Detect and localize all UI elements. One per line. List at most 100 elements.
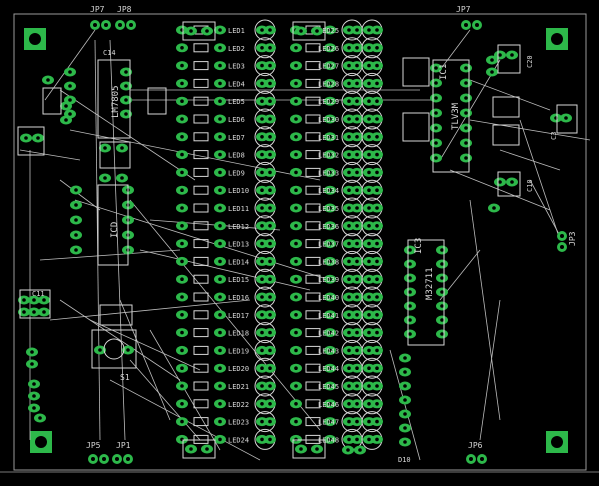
label-ic3: IC3: [414, 238, 424, 254]
mounting-hole-tr: [546, 28, 568, 50]
resistor-body: [193, 61, 209, 71]
led-pad: [264, 185, 276, 195]
label-icd: ICD: [110, 222, 120, 238]
pad-left-a: [176, 114, 188, 124]
capacitor-c11: C11: [19, 289, 51, 319]
led-outline: [361, 37, 383, 59]
led-pad: [264, 274, 276, 284]
label-jp8: JP8: [117, 5, 132, 14]
pad-right-b: [324, 25, 336, 35]
label-jp7-right: JP7: [456, 5, 471, 14]
led-pad: [264, 96, 276, 106]
icd-pin: [70, 200, 82, 210]
led-pad: [371, 203, 383, 213]
resistor-body: [193, 239, 209, 249]
led-pad: [351, 61, 363, 71]
led-label-left: LED18: [228, 330, 249, 338]
led-label-right: LED35: [318, 205, 339, 213]
pad-right-a: [290, 363, 302, 373]
led-pad: [264, 114, 276, 124]
pad-right-b: [324, 310, 336, 320]
misc-pad: [42, 75, 54, 85]
resistor-body: [193, 363, 209, 373]
led-label-left: LED14: [228, 258, 249, 266]
ic3-pin: [436, 301, 448, 311]
led-outline: [361, 108, 383, 130]
led-pad: [264, 381, 276, 391]
led-label-right: LED32: [318, 152, 339, 160]
resistor-body: [305, 114, 321, 124]
led-pad: [351, 434, 363, 444]
led-pad: [264, 256, 276, 266]
led-pad: [351, 150, 363, 160]
led-label-left: LED2: [228, 45, 245, 53]
ic3-pin: [404, 287, 416, 297]
resistor-body: [193, 345, 209, 355]
led-label-right: LED27: [318, 63, 339, 71]
led-label-right: LED28: [318, 80, 339, 88]
misc-pad: [28, 295, 40, 305]
led-pad: [264, 292, 276, 302]
pad-left-b: [214, 61, 226, 71]
misc-pad: [28, 391, 40, 401]
header-pad: [311, 444, 323, 454]
pad-left-b: [214, 221, 226, 231]
ic1-pin: [430, 93, 442, 103]
misc-pad: [38, 307, 50, 317]
led-label-right: LED46: [318, 401, 339, 409]
led-pad: [371, 274, 383, 284]
misc-pad: [94, 345, 106, 355]
led-pad: [351, 167, 363, 177]
resistor-body: [193, 381, 209, 391]
misc-pad: [60, 101, 72, 111]
pad-left-b: [214, 292, 226, 302]
label-c3: C3: [550, 132, 558, 140]
led-label-left: LED13: [228, 241, 249, 249]
header-box: [182, 21, 216, 41]
led-label-right: LED48: [318, 436, 339, 444]
mounting-hole-br: [546, 431, 568, 453]
pad-right-a: [290, 78, 302, 88]
led-pad: [351, 114, 363, 124]
ic1-pin: [460, 123, 472, 133]
misc-pad: [399, 409, 411, 419]
led-outline: [254, 375, 276, 397]
header-pad: [295, 444, 307, 454]
led-outline: [361, 357, 383, 379]
resistor-body: [305, 345, 321, 355]
misc-pad: [38, 295, 50, 305]
led-outline: [341, 286, 363, 308]
misc-pad: [486, 55, 498, 65]
led-pad: [264, 167, 276, 177]
led-pad: [264, 61, 276, 71]
misc-pad: [26, 347, 38, 357]
led-pad: [371, 417, 383, 427]
led-pad: [351, 292, 363, 302]
capacitor-c3: C3: [550, 104, 578, 140]
label-jp6: JP6: [468, 441, 483, 450]
led-outline: [254, 286, 276, 308]
led-outline: [361, 215, 383, 237]
led-pad: [264, 78, 276, 88]
pad-right-b: [324, 345, 336, 355]
led-label-right: LED26: [318, 45, 339, 53]
diode-d10: D10: [398, 456, 411, 464]
airwire: [499, 149, 561, 171]
misc-pad: [488, 203, 500, 213]
led-label-left: LED5: [228, 98, 245, 106]
misc-pad: [399, 381, 411, 391]
led-label-left: LED23: [228, 419, 249, 427]
chip-ic1: IC1 TLV3M: [432, 59, 470, 173]
led-outline: [361, 233, 383, 255]
led-label-left: LED8: [228, 152, 245, 160]
airwire: [389, 349, 421, 461]
led-label-right: LED44: [318, 365, 339, 373]
ic3-pin: [436, 329, 448, 339]
led-outline: [254, 322, 276, 344]
misc-pad: [506, 177, 518, 187]
pad-right-b: [324, 114, 336, 124]
ic3-pin: [404, 329, 416, 339]
led-label-right: LED38: [318, 258, 339, 266]
led-label-left: LED7: [228, 134, 245, 142]
